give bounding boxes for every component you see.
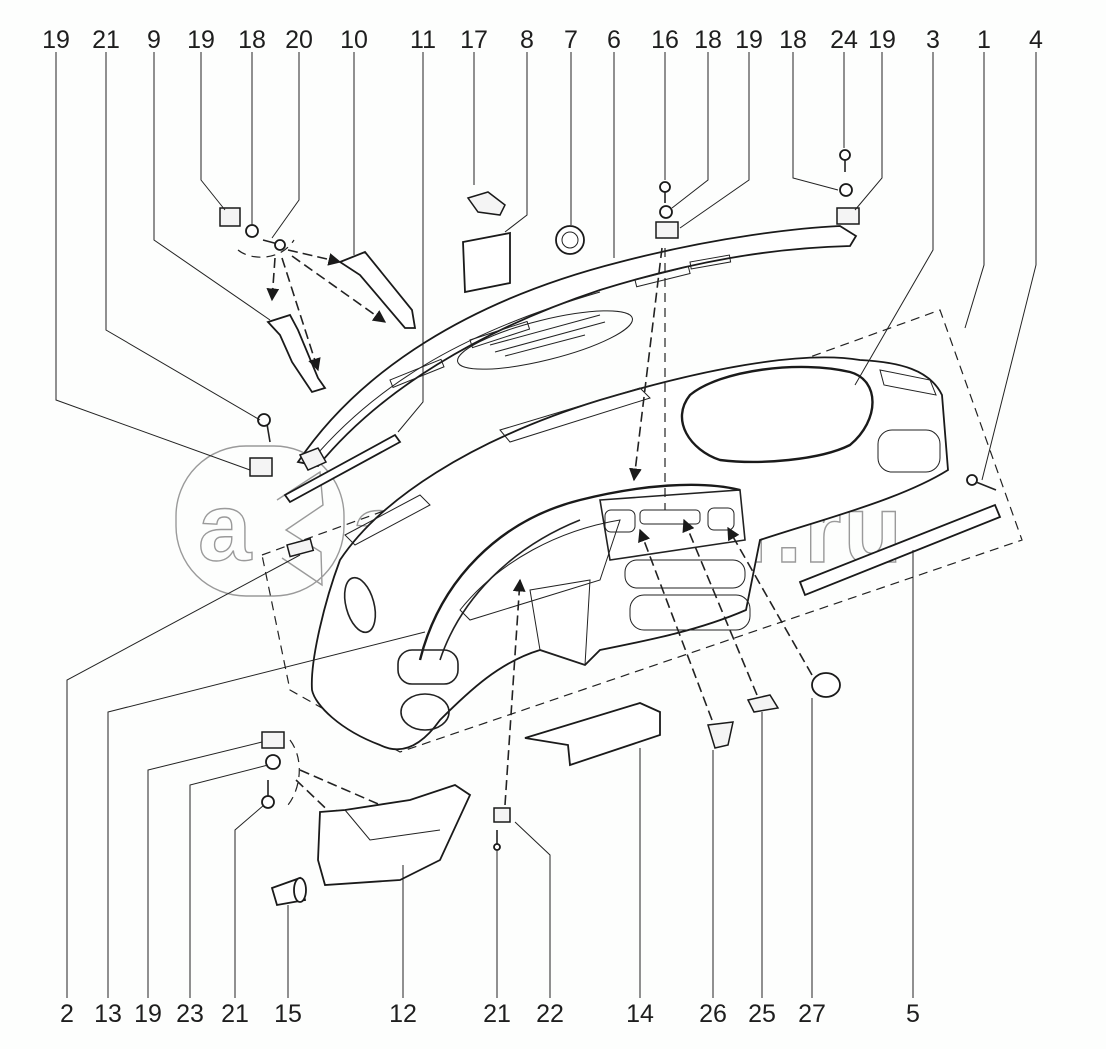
side-bracket-strip [283, 433, 402, 504]
top-cover-panel [296, 225, 858, 471]
callout-number: 10 [340, 26, 368, 54]
clip-nut-icon [219, 207, 241, 227]
callout-number: 1 [977, 26, 991, 54]
callout-number: 19 [868, 26, 896, 54]
callout-number: 18 [694, 26, 722, 54]
switch-cap-triangular [707, 721, 734, 749]
callout-number: 19 [187, 26, 215, 54]
washer-icon [659, 205, 673, 219]
callout-number: 27 [798, 1000, 826, 1028]
pad-square [462, 231, 511, 294]
lower-console-tray [317, 784, 472, 886]
left-side-vent [343, 576, 377, 634]
callout-number: 21 [92, 26, 120, 54]
clip-nut-icon [261, 731, 285, 749]
callout-number: 9 [147, 26, 161, 54]
watermark-logo-frame [175, 445, 345, 597]
callout-number: 3 [926, 26, 940, 54]
glovebox-lid [680, 365, 874, 464]
hardware-top-right [836, 149, 860, 225]
left-lower-vent [400, 693, 450, 731]
switch-cap-round [811, 672, 841, 698]
callout-number: 18 [779, 26, 807, 54]
center-switch-panel [599, 489, 746, 561]
callout-number: 26 [699, 1000, 727, 1028]
callout-number: 17 [460, 26, 488, 54]
hardware-top-left [219, 207, 387, 372]
center-vent-lower [629, 594, 751, 631]
callout-number: 8 [520, 26, 534, 54]
callout-number: 6 [607, 26, 621, 54]
small-clip [493, 807, 511, 823]
callout-number: 11 [410, 26, 436, 54]
right-side-vent [879, 369, 937, 396]
callout-number: 19 [735, 26, 763, 54]
watermark-logo-letter: a [198, 474, 253, 581]
callout-number: 7 [564, 26, 578, 54]
right-vent-outlet [877, 429, 941, 473]
callout-number: 23 [176, 1000, 204, 1028]
callout-number: 25 [748, 1000, 776, 1028]
callout-number: 22 [536, 1000, 564, 1028]
clip-nut-icon [655, 221, 679, 239]
switch-row [639, 509, 701, 525]
screw-right [966, 474, 997, 491]
bracket-right [338, 250, 417, 329]
bottom-leaders [66, 550, 914, 998]
screw-head-icon [659, 181, 671, 193]
hardware-left [249, 413, 273, 477]
cluster-hood [418, 483, 741, 661]
cover-plate [524, 702, 661, 767]
washer-icon [245, 224, 259, 238]
watermark-chevron-icon [276, 470, 324, 587]
washer-icon [265, 754, 281, 770]
plug-grommet [555, 225, 585, 255]
instrument-panel-body [310, 356, 949, 751]
callout-number: 5 [906, 1000, 920, 1028]
trim-strip [798, 503, 1002, 597]
callout-number: 4 [1029, 26, 1043, 54]
switch-right [707, 507, 735, 531]
callout-number: 18 [238, 26, 266, 54]
callout-number: 13 [94, 1000, 122, 1028]
callout-number: 24 [830, 26, 858, 54]
callout-number: 15 [274, 1000, 302, 1028]
left-vent-outlet [397, 649, 459, 685]
top-leaders [55, 52, 1037, 481]
callout-number: 2 [60, 1000, 74, 1028]
hardware-top-center [629, 181, 679, 510]
callout-number: 21 [483, 1000, 511, 1028]
callout-number: 19 [42, 26, 70, 54]
switch-clip [746, 694, 780, 713]
clip-nut-icon [249, 457, 273, 477]
callout-number: 16 [651, 26, 679, 54]
callout-number: 19 [134, 1000, 162, 1028]
small-pad [286, 537, 315, 558]
center-vent-upper [624, 559, 746, 589]
callout-number: 20 [285, 26, 313, 54]
bottom-callout-row: 2 13 19 23 21 15 12 21 22 14 26 25 27 5 [60, 1000, 920, 1028]
switch-left [604, 509, 636, 533]
callout-number: 21 [221, 1000, 249, 1028]
screw-head-icon [839, 149, 851, 161]
bracket-clip [466, 191, 506, 216]
clip-nut-icon [836, 207, 860, 225]
callout-number: 14 [626, 1000, 654, 1028]
washer-icon [839, 183, 853, 197]
callout-number: 12 [389, 1000, 417, 1028]
top-callout-row: 19 21 9 19 18 20 10 11 17 8 7 6 16 18 19 18 24 19 3 1 4 [42, 26, 1043, 54]
bracket-left [266, 313, 327, 394]
